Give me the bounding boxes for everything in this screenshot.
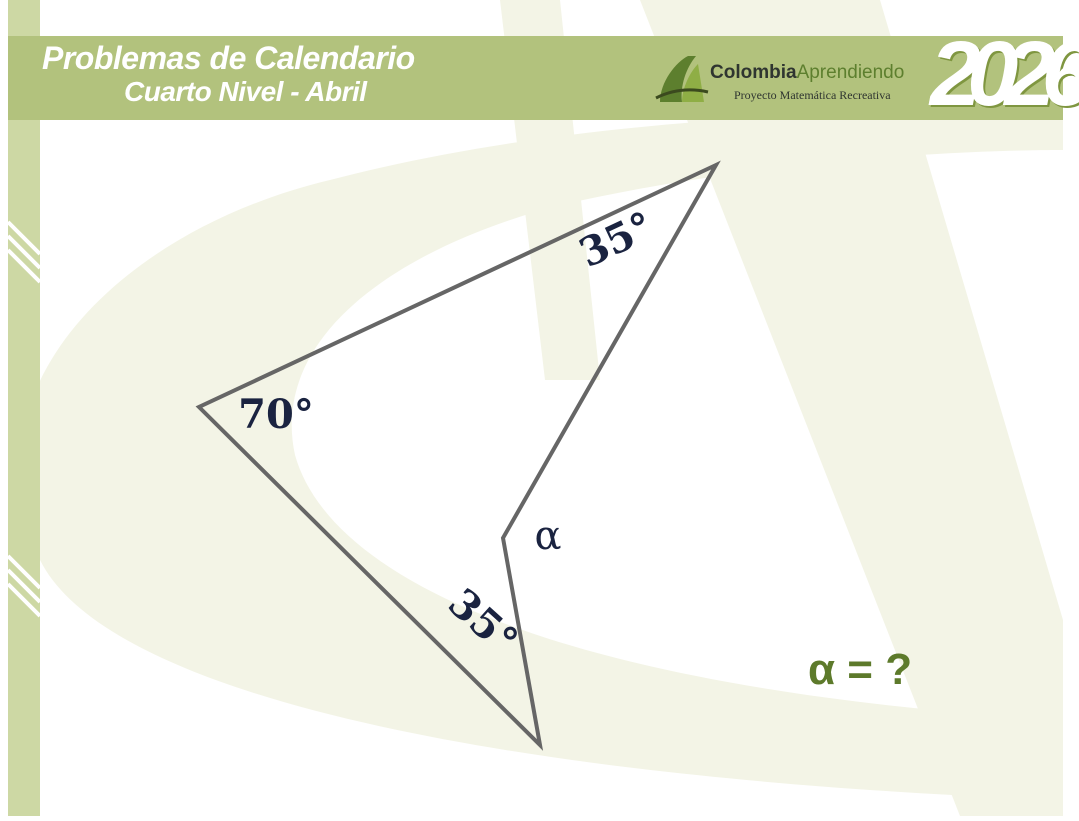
page-subtitle: Cuarto Nivel - Abril xyxy=(124,76,367,107)
logo-a-mark-icon xyxy=(655,56,709,102)
logo-brand-aprendiendo: Aprendiendo xyxy=(796,62,905,83)
angle-label-left: 70° xyxy=(238,391,314,438)
concave-quadrilateral xyxy=(195,160,721,751)
year-badge: 2026 xyxy=(930,23,1079,125)
question-text: α = ? xyxy=(808,645,913,694)
angle-label-alpha: α xyxy=(534,513,561,559)
logo-brand-text: ColombiaAprendiendo xyxy=(710,62,904,84)
logo-tagline: Proyecto Matemática Recreativa xyxy=(734,88,891,102)
watermark-arc xyxy=(19,110,1063,800)
left-decorative-strip xyxy=(6,0,42,816)
angle-label-top: 35° xyxy=(572,202,660,277)
geometry-figure: 35° 70° 35° α xyxy=(195,160,721,751)
page-title: Problemas de Calendario xyxy=(42,40,415,76)
header-banner xyxy=(8,36,1063,120)
watermark-stroke-right xyxy=(640,0,1063,816)
logo-brand-colombia: Colombia xyxy=(710,62,797,83)
strip-slashes xyxy=(6,220,42,618)
colombia-aprendiendo-logo: ColombiaAprendiendo Proyecto Matemática … xyxy=(655,52,936,108)
